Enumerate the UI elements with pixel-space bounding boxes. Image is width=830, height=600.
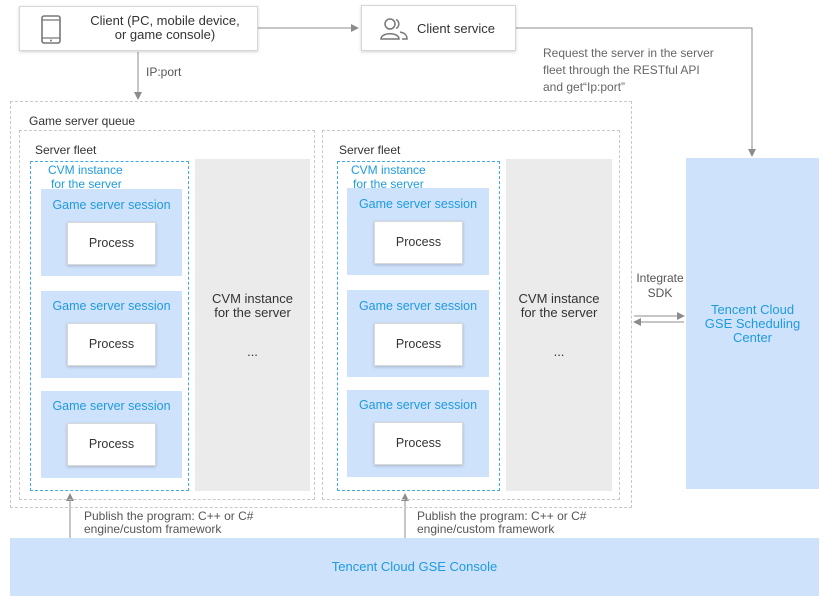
fleet-2-cvm-line2: for the server	[353, 177, 424, 191]
integrate-sdk-line2: SDK	[647, 286, 673, 300]
scheduling-line3: Center	[732, 329, 773, 345]
publish-note-2-line2: engine/custom framework	[417, 522, 555, 536]
process-box: Process	[374, 422, 463, 465]
session-title: Game server session	[358, 398, 478, 412]
publish-note-2: Publish the program: C++ or C# engine/cu…	[417, 510, 586, 536]
game-server-queue	[10, 101, 632, 508]
other-cvm-line1: CVM instance	[212, 291, 293, 306]
service-to-scheduling-arrow	[516, 27, 756, 157]
server-fleet-2	[322, 130, 620, 500]
request-note-line2: fleet through the RESTful API	[543, 63, 700, 77]
fleet-1-cvm-line2: for the server	[51, 177, 122, 191]
client-service-box: Client service	[361, 5, 516, 51]
fleet-1-cvm-line1: CVM instance	[48, 163, 123, 177]
scheduling-line2: GSE Scheduling	[704, 315, 801, 331]
request-note: Request the server in the server fleet t…	[543, 45, 803, 96]
queue-label: Game server queue	[29, 114, 136, 128]
other-cvm-ellipsis: ...	[247, 344, 258, 359]
other-cvm-line2: for the server	[214, 305, 291, 320]
fleet-1-session-3: Game server session Process	[41, 391, 182, 478]
other-cvm-label: CVM instance for the server	[195, 292, 310, 320]
gse-scheduling-center: Tencent Cloud GSE Scheduling Center	[686, 158, 819, 489]
session-title: Game server session	[358, 299, 478, 313]
session-title: Game server session	[52, 299, 171, 313]
publish-note-1-line2: engine/custom framework	[84, 522, 222, 536]
process-box: Process	[374, 221, 463, 264]
client-label-line2: or game console)	[114, 27, 216, 42]
fleet-2-session-3: Game server session Process	[347, 390, 489, 477]
integrate-sdk-line1: Integrate	[636, 271, 684, 285]
fleet-2-label: Server fleet	[339, 143, 401, 157]
session-title: Game server session	[52, 399, 171, 413]
process-box: Process	[67, 423, 156, 466]
scheduling-line1: Tencent Cloud	[710, 301, 795, 317]
fleet-1-session-2: Game server session Process	[41, 291, 182, 378]
client-label-line1: Client (PC, mobile device,	[90, 13, 240, 28]
fleet-1-cvm-label: CVM instance for the server	[48, 163, 123, 191]
client-service-label: Client service	[417, 21, 496, 36]
scheduling-label: Tencent Cloud GSE Scheduling Center	[704, 301, 801, 345]
fleet-1-session-1: Game server session Process	[41, 189, 182, 276]
ip-port-label: IP:port	[146, 65, 182, 79]
other-cvm-line1: CVM instance	[518, 291, 600, 306]
fleet-1-cvm-instance	[30, 161, 189, 491]
request-note-line1: Request the server in the server	[543, 46, 714, 60]
tablet-icon	[40, 15, 62, 44]
gse-console: Tencent Cloud GSE Console	[10, 538, 819, 596]
other-cvm-ellipsis: ...	[553, 344, 565, 359]
process-box: Process	[67, 222, 156, 265]
fleet-2-cvm-instance	[337, 161, 500, 491]
publish-note-1: Publish the program: C++ or C# engine/cu…	[84, 510, 253, 536]
process-box: Process	[374, 323, 463, 366]
other-cvm-line2: for the server	[520, 305, 598, 320]
fleet-1-other-cvm: CVM instance for the server ...	[195, 159, 310, 491]
other-cvm-label: CVM instance for the server	[506, 292, 612, 320]
fleet-2-session-2: Game server session Process	[347, 290, 489, 377]
session-title: Game server session	[52, 198, 171, 212]
server-fleet-1	[19, 130, 315, 500]
fleet-2-session-1: Game server session Process	[347, 188, 489, 275]
session-title: Game server session	[358, 197, 478, 211]
client-box: Client (PC, mobile device, or game conso…	[19, 6, 258, 51]
users-icon	[379, 17, 409, 41]
console-label: Tencent Cloud GSE Console	[331, 559, 498, 574]
process-box: Process	[67, 323, 156, 366]
request-note-line3: and get“Ip:port”	[543, 80, 626, 94]
fleet-1-label: Server fleet	[35, 143, 97, 157]
integrate-sdk-label: Integrate SDK	[632, 271, 688, 301]
fleet-2-other-cvm: CVM instance for the server ...	[506, 159, 612, 491]
publish-note-1-line1: Publish the program: C++ or C#	[84, 509, 254, 523]
publish-note-2-line1: Publish the program: C++ or C#	[417, 509, 587, 523]
fleet-2-cvm-label: CVM instance for the server	[351, 163, 426, 191]
fleet-2-cvm-line1: CVM instance	[351, 163, 426, 177]
client-label: Client (PC, mobile device, or game conso…	[75, 14, 255, 42]
